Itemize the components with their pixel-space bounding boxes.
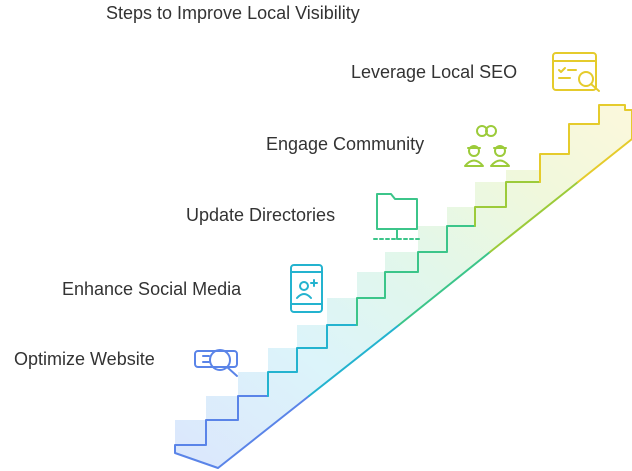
staircase-fill (175, 105, 632, 468)
step-label-update-directories: Update Directories (186, 205, 336, 225)
step-label-leverage-local-seo: Leverage Local SEO (351, 62, 518, 82)
stair-edge-3 (356, 225, 491, 326)
diagram-title: Steps to Improve Local Visibility (106, 3, 360, 23)
stair-edge-2 (267, 324, 400, 397)
stair-edge-4 (474, 181, 579, 253)
folder-network-icon (373, 193, 421, 240)
seo-search-icon (552, 52, 600, 92)
step-label-optimize-website: Optimize Website (14, 349, 155, 369)
stair-edge-5 (539, 104, 632, 183)
vr-headset-search-icon (194, 349, 238, 377)
stair-edge-1 (174, 395, 310, 469)
community-people-icon (464, 125, 510, 167)
mobile-add-user-icon (290, 264, 323, 313)
step-label-engage-community: Engage Community (266, 134, 425, 154)
step-label-enhance-social-media: Enhance Social Media (62, 279, 242, 299)
